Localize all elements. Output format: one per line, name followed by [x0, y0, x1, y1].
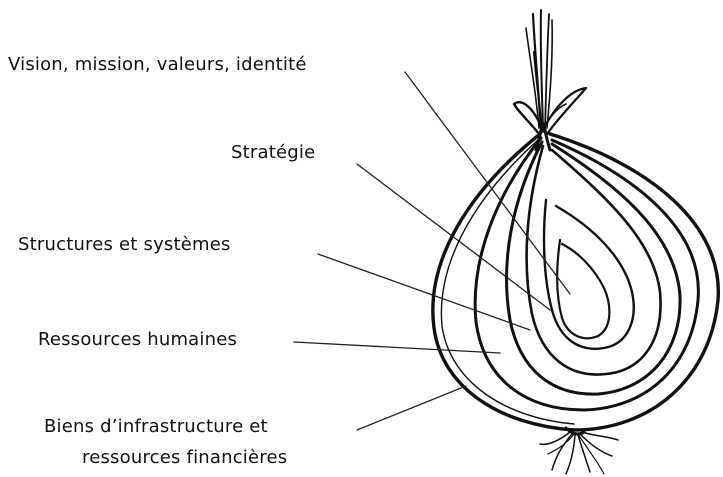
label-structures: Structures et systèmes — [18, 234, 231, 255]
onion-illustration — [433, 10, 718, 474]
label-biens-line1: Biens d’infrastructure et — [44, 416, 268, 437]
onion-rings — [433, 134, 718, 430]
onion-core — [557, 240, 609, 338]
onion-ring-2 — [475, 138, 698, 410]
label-biens-line2: ressources financières — [82, 447, 287, 468]
leader-strategie — [357, 164, 550, 310]
onion-roots — [540, 428, 618, 474]
labels: Vision, mission, valeurs, identité Strat… — [8, 54, 315, 468]
label-vision: Vision, mission, valeurs, identité — [8, 54, 307, 75]
leader-lines — [294, 72, 570, 430]
onion-stem — [514, 10, 586, 150]
label-ressources-humaines: Ressources humaines — [38, 329, 237, 350]
leader-biens — [357, 386, 466, 430]
leader-ressources-humaines — [294, 342, 500, 353]
onion-ring-4 — [527, 146, 661, 375]
leader-structures — [318, 254, 530, 330]
label-strategie: Stratégie — [231, 142, 315, 163]
